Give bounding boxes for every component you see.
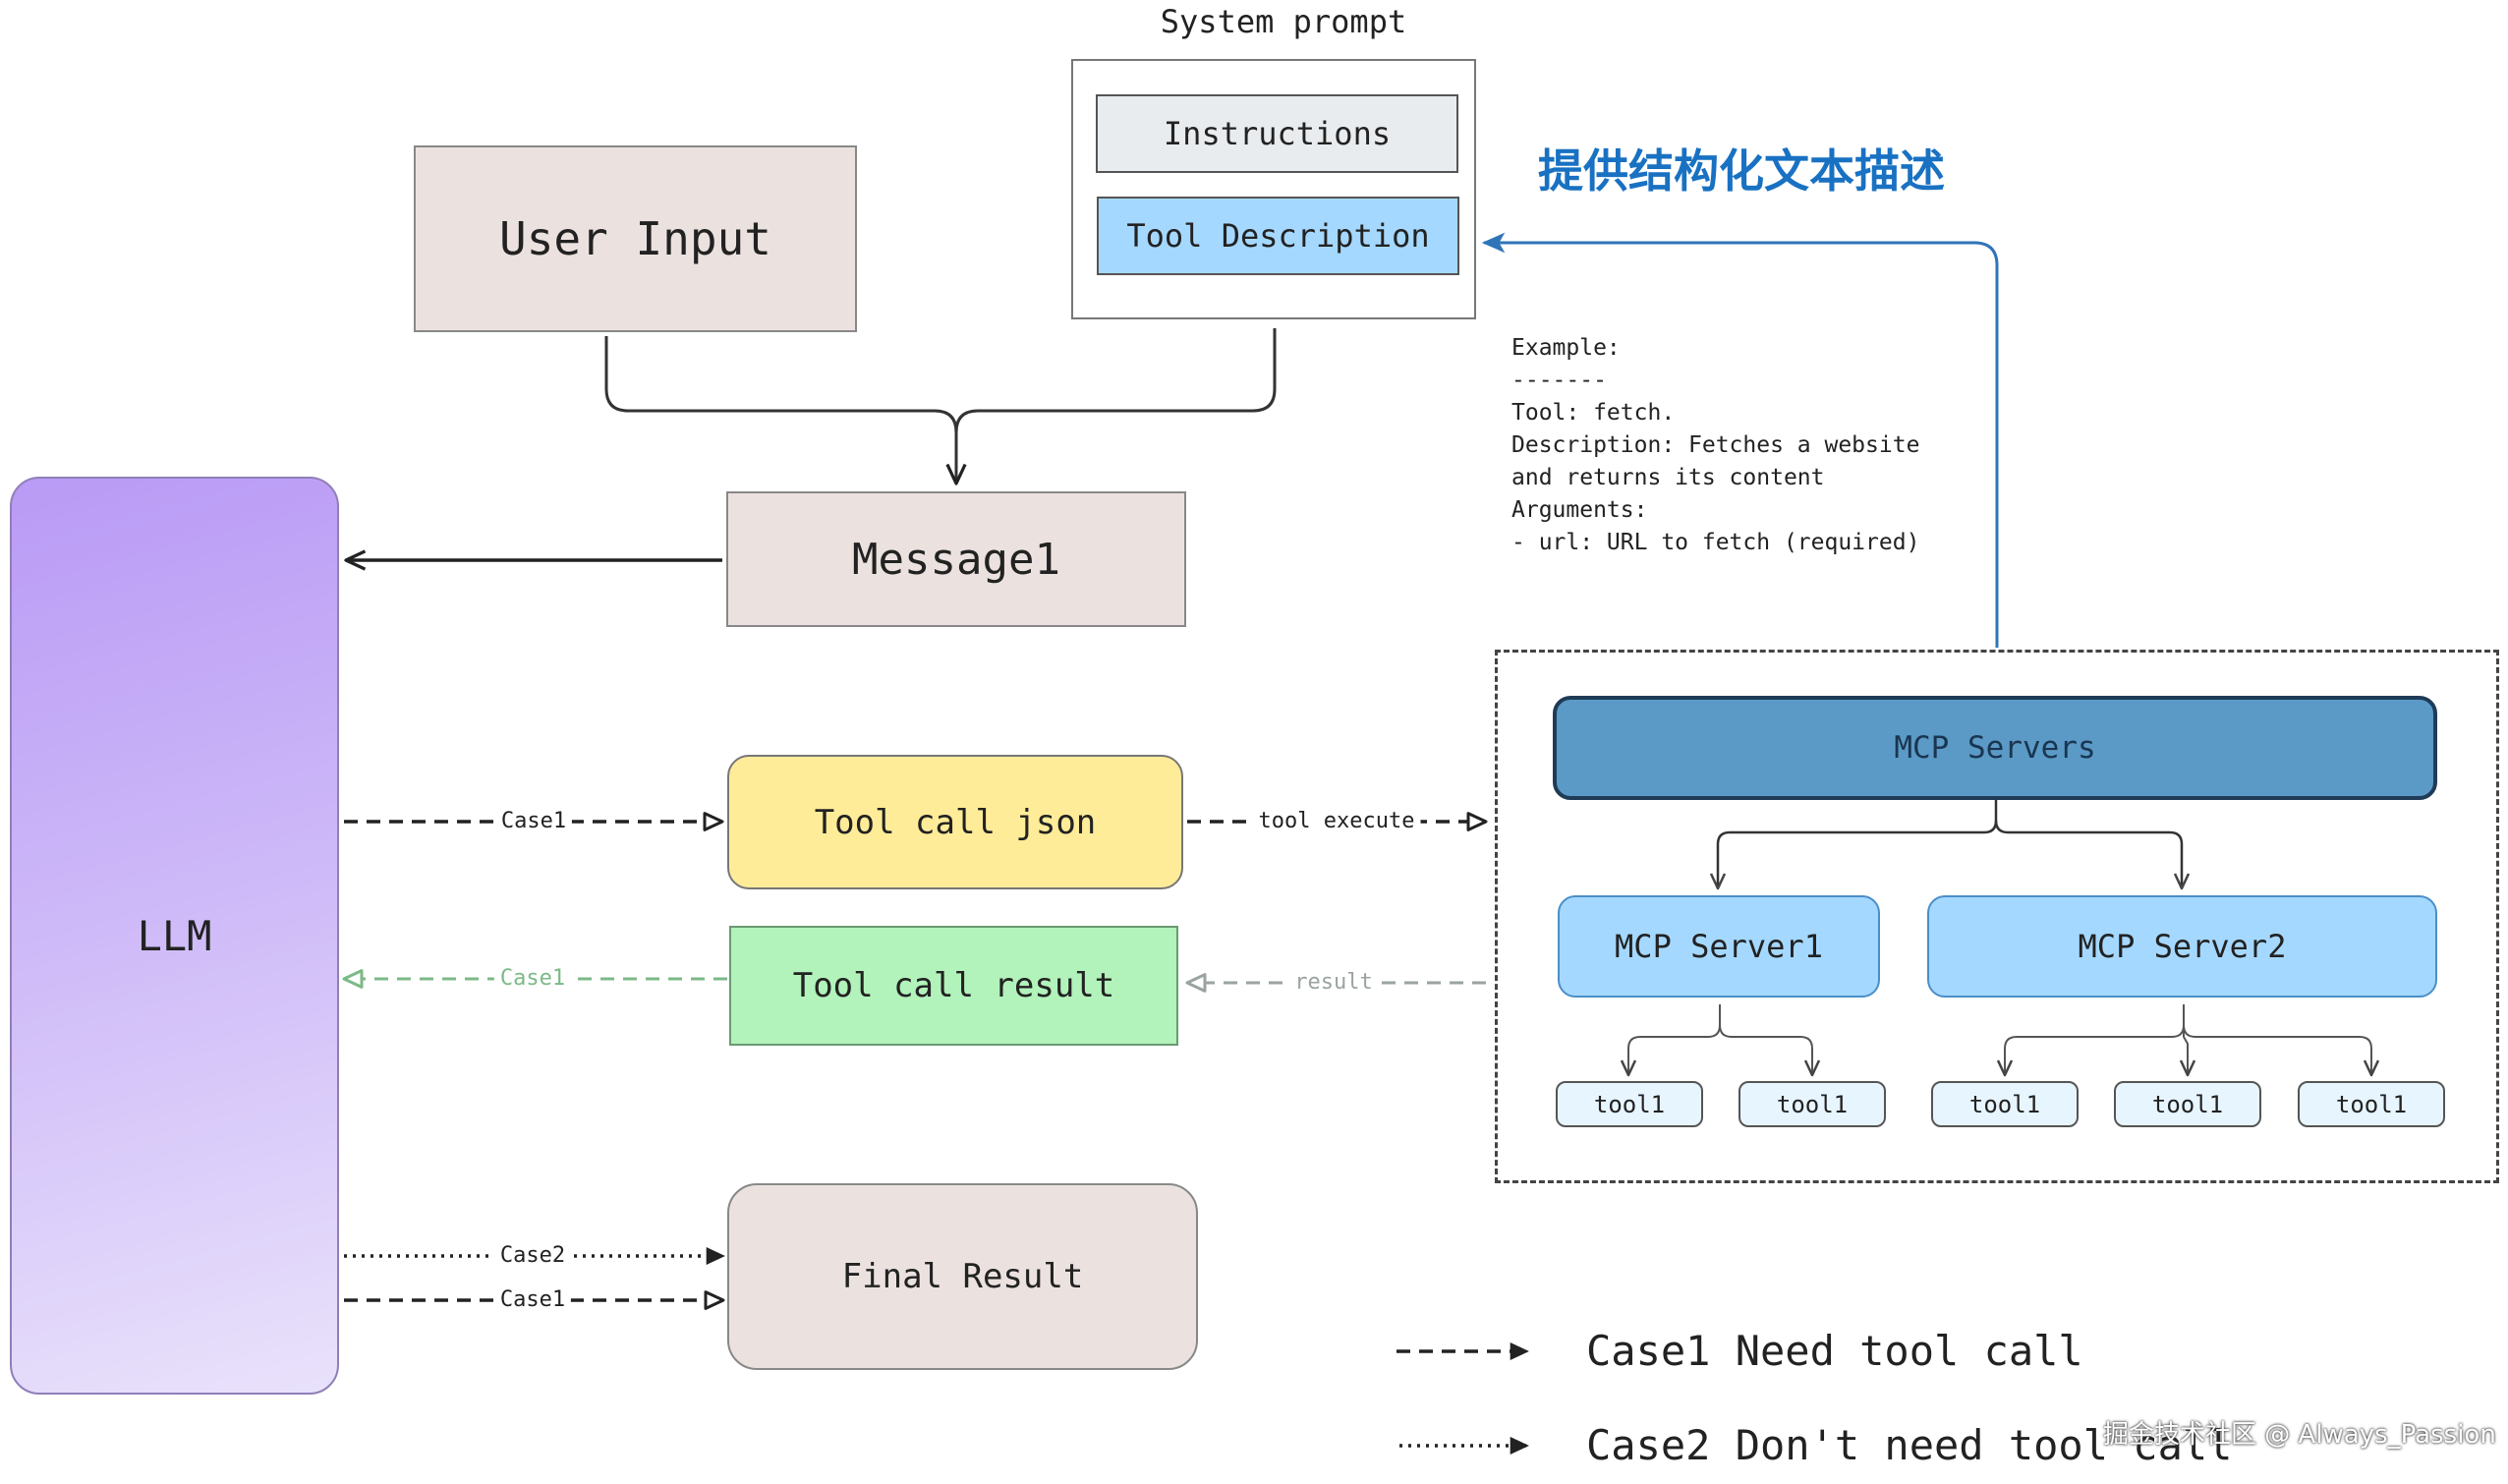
tool-description-box: Tool Description <box>1097 197 1459 275</box>
tool-description-example: Example: ------- Tool: fetch. Descriptio… <box>1511 332 1919 559</box>
server1-to-tool-b-connector <box>1719 1024 1821 1077</box>
tool-box: tool1 <box>2298 1081 2445 1127</box>
final-result-label: Final Result <box>841 1257 1084 1296</box>
tool-label: tool1 <box>1593 1090 1666 1118</box>
example-line: - url: URL to fetch (required) <box>1511 530 1920 555</box>
example-line: Arguments: <box>1511 497 1648 523</box>
mcp-servers-label: MCP Servers <box>1894 730 2096 766</box>
watermark: 掘金技术社区 @ Always_Passion <box>2103 1420 2496 1450</box>
user-input-label: User Input <box>499 212 771 265</box>
tool-description-label: Tool Description <box>1126 217 1430 255</box>
mcp-to-tool-description-arrow <box>1481 232 1999 648</box>
server1-to-tool-a-connector <box>1620 1004 1721 1077</box>
llm-label: LLM <box>137 911 212 960</box>
tool-label: tool1 <box>2335 1090 2408 1118</box>
tool-call-result-box: Tool call result <box>729 926 1178 1046</box>
instructions-label: Instructions <box>1163 115 1392 152</box>
llm-box: LLM <box>10 477 339 1395</box>
example-line: and returns its content <box>1511 465 1825 490</box>
system-prompt-connector <box>945 328 1277 485</box>
mcp-server2-box: MCP Server2 <box>1927 895 2437 998</box>
tool-call-result-label: Tool call result <box>792 966 1115 1005</box>
structured-text-annotation: 提供结构化文本描述 <box>1538 144 1945 198</box>
case1-result-back-label: Case1 <box>493 965 572 993</box>
case1-to-final-label: Case1 <box>493 1286 572 1314</box>
tool-call-json-label: Tool call json <box>814 802 1097 842</box>
example-line: Example: <box>1511 335 1621 361</box>
tool-label: tool1 <box>1776 1090 1849 1118</box>
mcp-server2-label: MCP Server2 <box>2078 928 2287 965</box>
case2-to-final-label: Case2 <box>493 1242 572 1270</box>
mcp-servers-box: MCP Servers <box>1553 696 2437 800</box>
mcp-to-server2-connector <box>1994 820 2191 890</box>
tool-call-json-box: Tool call json <box>727 755 1183 889</box>
user-input-connector <box>604 336 958 433</box>
message1-box: Message1 <box>726 491 1186 627</box>
system-prompt-title: System prompt <box>1160 3 1407 40</box>
mcp-server1-box: MCP Server1 <box>1558 895 1880 998</box>
instructions-box: Instructions <box>1096 94 1458 173</box>
server2-to-tool-c-connector <box>2183 1024 2380 1077</box>
example-line: ------- <box>1511 368 1607 393</box>
legend-case1-label: Case1 Need tool call <box>1586 1327 2083 1375</box>
example-line: Description: Fetches a website <box>1511 432 1920 458</box>
mcp-server1-label: MCP Server1 <box>1615 928 1823 965</box>
final-result-box: Final Result <box>727 1183 1198 1370</box>
tool-label: tool1 <box>2151 1090 2224 1118</box>
case1-to-tool-call-label: Case1 <box>494 808 573 835</box>
tool-box: tool1 <box>1931 1081 2079 1127</box>
message1-label: Message1 <box>852 534 1060 585</box>
tool-label: tool1 <box>1968 1090 2041 1118</box>
legend-case2-label: Case2 Don't need tool call <box>1586 1421 2233 1469</box>
tool-execute-label: tool execute <box>1252 808 1421 835</box>
tool-box: tool1 <box>1556 1081 1703 1127</box>
result-label: result <box>1288 969 1379 997</box>
user-input-box: User Input <box>414 145 857 332</box>
example-line: Tool: fetch. <box>1511 400 1676 426</box>
mcp-group-container <box>1495 650 2499 1183</box>
tool-box: tool1 <box>2114 1081 2261 1127</box>
tool-box: tool1 <box>1738 1081 1886 1127</box>
